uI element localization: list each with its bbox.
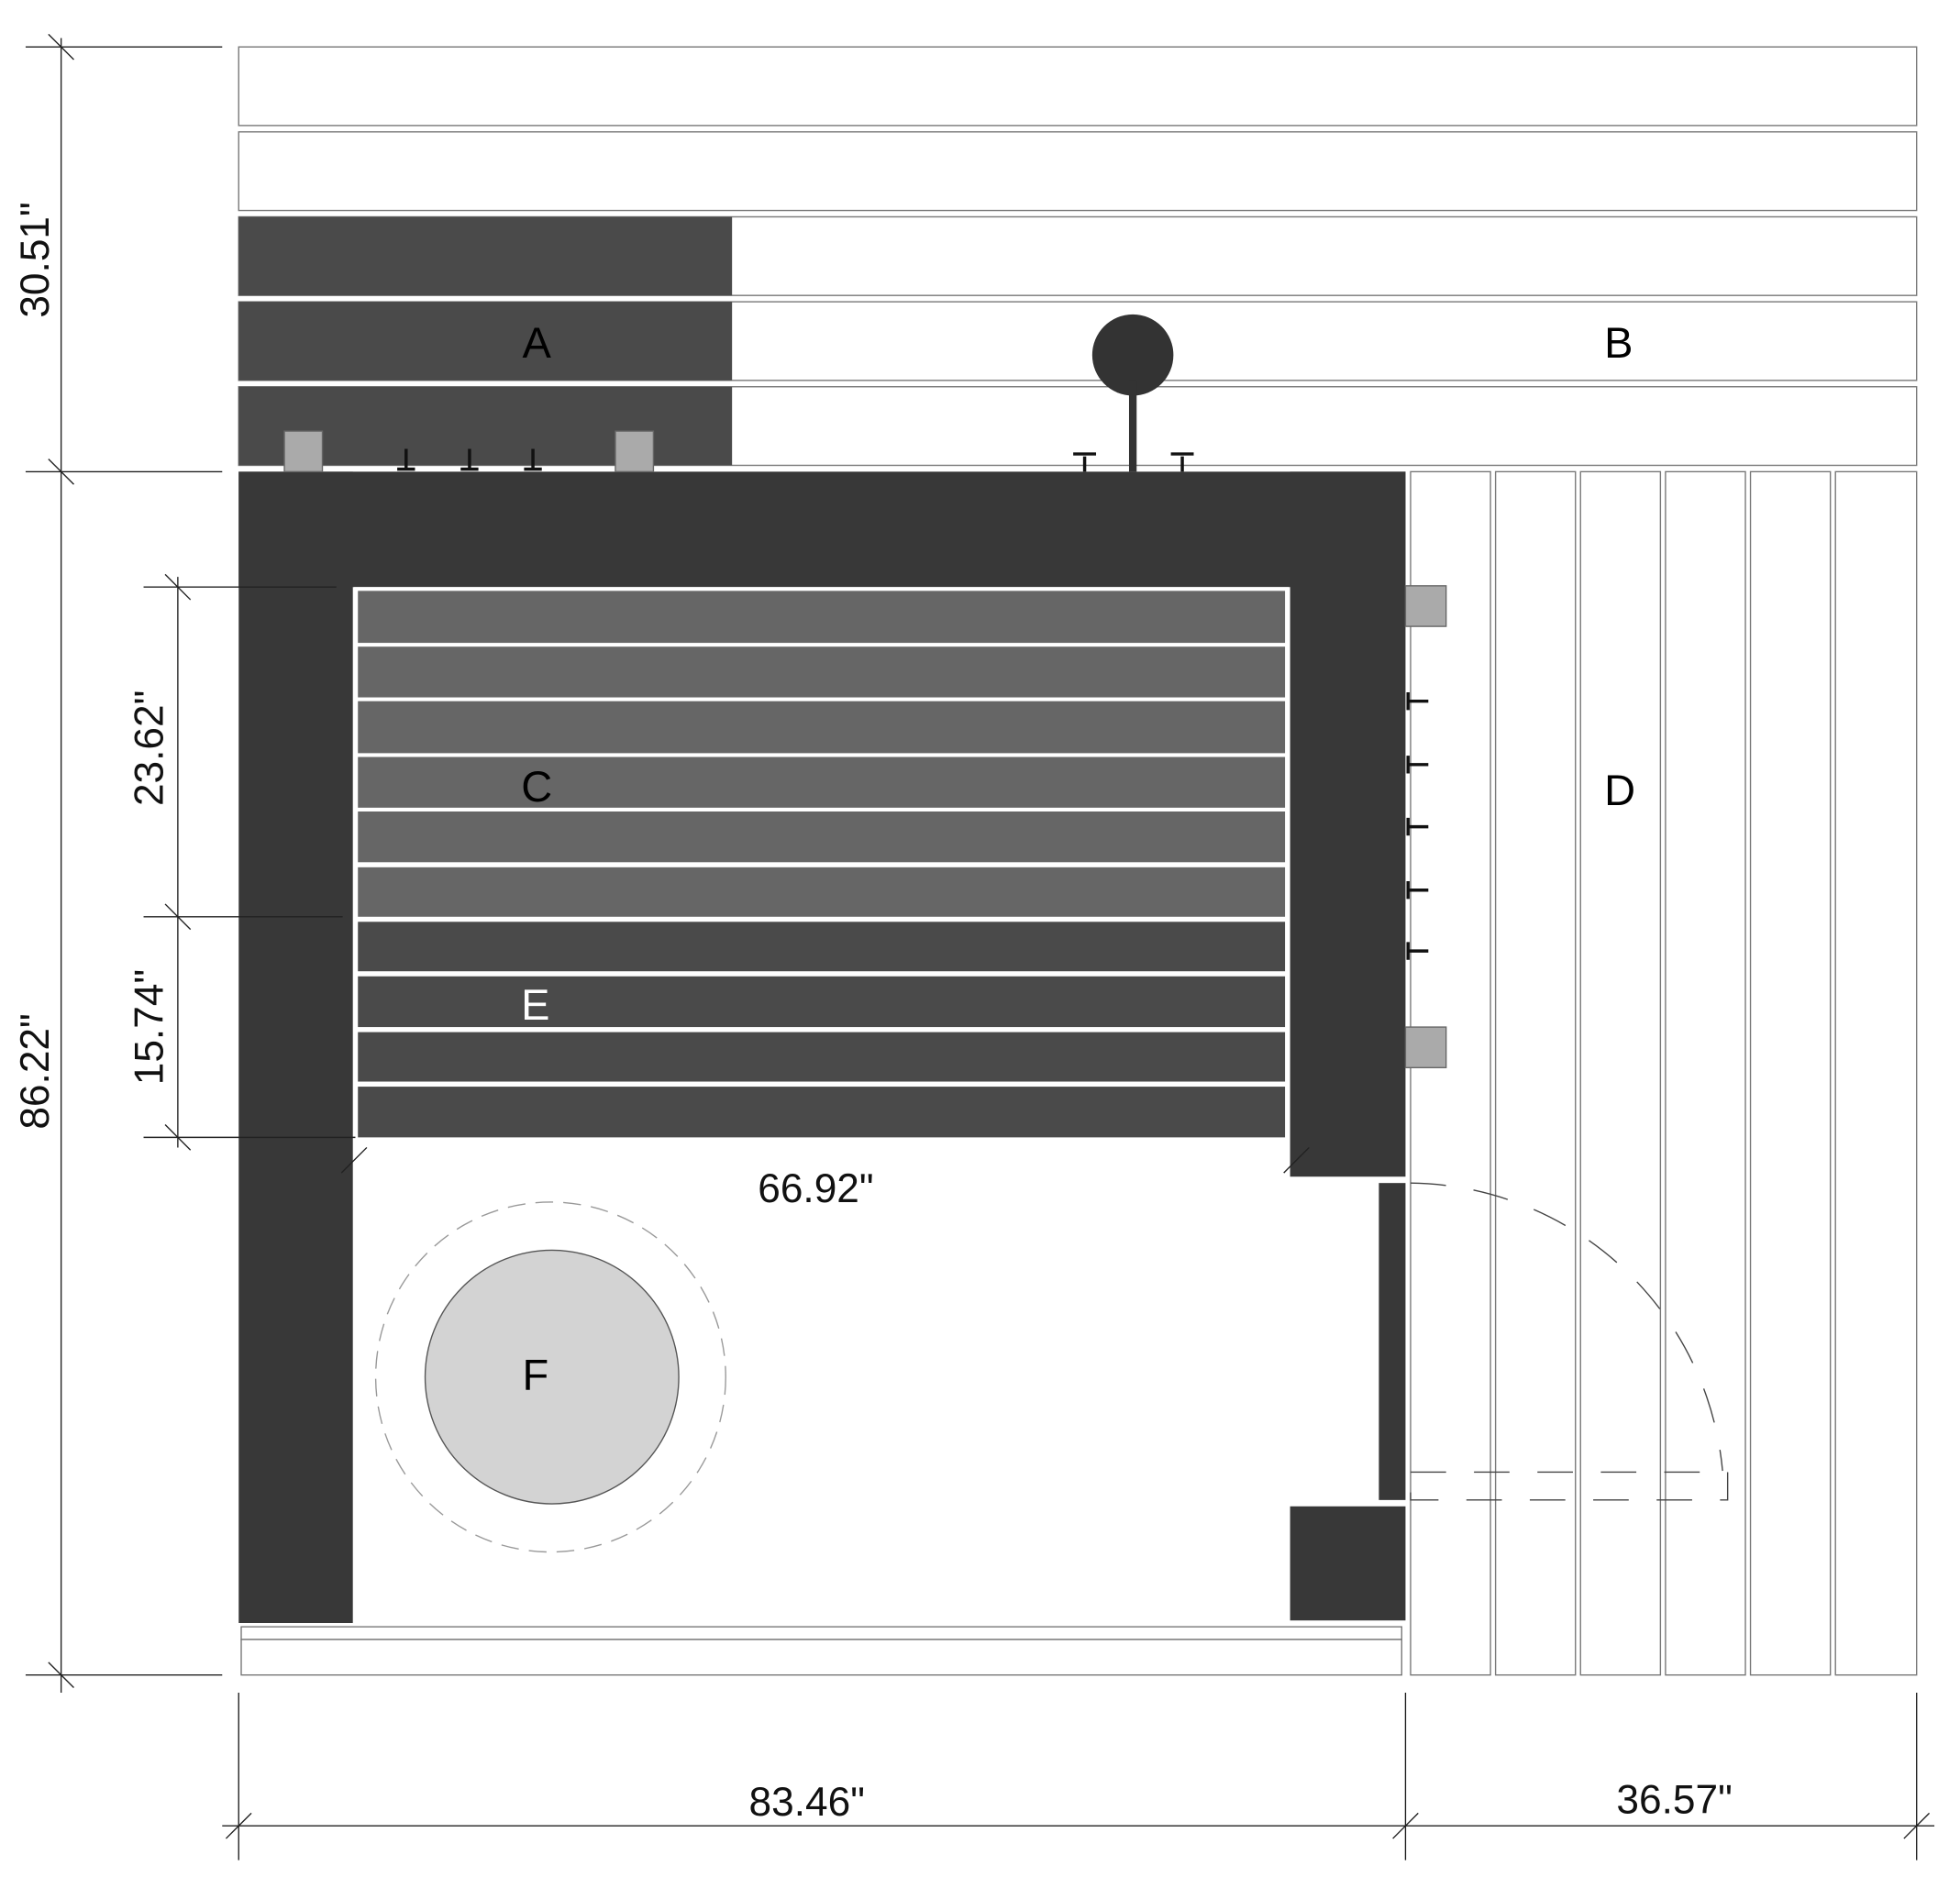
label-d: D: [1604, 766, 1635, 814]
dim-bed-c: 23.62": [127, 690, 172, 806]
dimension-lines: [25, 33, 1935, 1860]
bed-c-planks: [358, 591, 1286, 917]
table-f: [374, 1201, 726, 1553]
walls: [238, 471, 1406, 1623]
dim-room-width: 83.46": [749, 1780, 865, 1825]
dim-side-width: 36.57": [1616, 1777, 1732, 1822]
zone-a-fill: [238, 216, 733, 466]
dim-inner-width: 66.92": [758, 1166, 873, 1211]
lamp-icon: [1091, 314, 1174, 472]
label-e: E: [521, 980, 549, 1029]
label-c: C: [521, 762, 552, 811]
dimension-labels: 30.51" 86.22" 23.62" 15.74" 66.92" 83.46…: [13, 202, 1733, 1825]
label-b: B: [1604, 318, 1633, 367]
zone-d-planks: [1410, 470, 1918, 1676]
bed-e-planks: [358, 922, 1286, 1138]
dim-top-height: 30.51": [13, 202, 58, 317]
door-swing: [1410, 1182, 1729, 1501]
switch-icons: [397, 448, 1429, 960]
dim-bed-e: 15.74": [127, 969, 172, 1085]
bottom-threshold: [240, 1626, 1402, 1676]
label-a: A: [523, 318, 552, 367]
outlet-icons: [283, 430, 1447, 1069]
label-f: F: [522, 1351, 548, 1399]
dim-total-height: 86.22": [13, 1013, 58, 1129]
zone-labels: A B C D E F: [521, 318, 1635, 1399]
